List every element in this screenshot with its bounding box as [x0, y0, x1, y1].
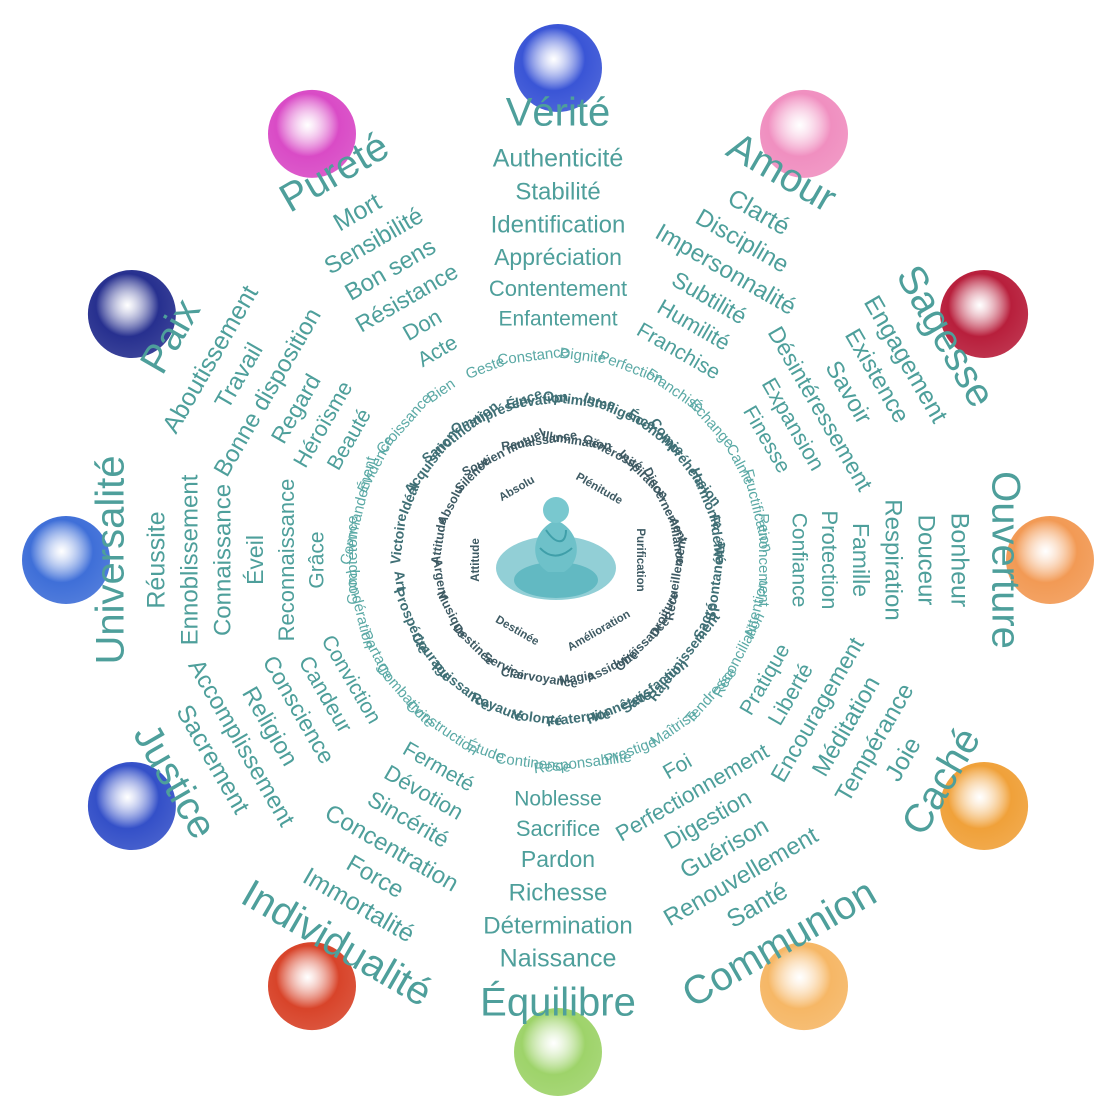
- petal-dot-universalite: [22, 516, 110, 604]
- petal-label: Universalité: [89, 456, 133, 665]
- ring-word: Comptétence: [344, 515, 361, 604]
- petal-dot-amour: [760, 89, 848, 178]
- petal-word: Sacrifice: [516, 816, 600, 841]
- petal-word: Authenticité: [493, 145, 624, 173]
- ring-word: Échange: [686, 396, 738, 452]
- petal-word: Enfantement: [498, 308, 617, 331]
- petal-dot-cache: [940, 762, 1029, 850]
- petal-word: Protection: [817, 510, 842, 609]
- ring-word: Art: [391, 570, 410, 592]
- petal-word: Stabilité: [515, 178, 600, 205]
- ring-word: Prospérité: [391, 586, 432, 656]
- petal-dot-purete: [268, 89, 356, 178]
- ring-word: Constance: [497, 343, 570, 368]
- ring-word: Purification: [634, 528, 646, 591]
- petal-dot-verite: [514, 24, 602, 112]
- petal-word: Éveil: [242, 535, 268, 585]
- ring-word: Argent: [430, 558, 450, 601]
- petal-label: Vérité: [506, 91, 611, 135]
- petal-word: Grâce: [306, 531, 329, 588]
- petal-word: Douceur: [913, 515, 940, 606]
- ring-word: Destinée: [493, 614, 541, 648]
- petal-word: Reconnaissance: [274, 479, 299, 642]
- petal-word: Bonheur: [945, 513, 973, 608]
- petal-dot-ouverture: [1006, 516, 1094, 604]
- petal-word: Identification: [491, 211, 626, 238]
- petal-word: Détermination: [483, 912, 632, 939]
- petal-label: Ouverture: [983, 471, 1027, 649]
- ring-word: Plénitude: [574, 471, 625, 507]
- petal-word: Réussite: [143, 511, 171, 608]
- petal-word: Contentement: [489, 276, 627, 301]
- petal-dot-justice: [87, 762, 176, 850]
- ring-word: Amélioration: [566, 608, 633, 654]
- petal-equilibre: Équilibre Naissance Détermination Richesse P…: [480, 788, 636, 1025]
- petal-dot-paix: [87, 270, 176, 358]
- petal-word: Noblesse: [514, 788, 602, 811]
- ring-word: Élévation: [505, 388, 569, 412]
- petal-ouverture: Ouverture BonheurDouceurRespirationFamill…: [787, 471, 1027, 649]
- ring-word: Dignité: [559, 345, 607, 367]
- petal-label: Équilibre: [480, 980, 636, 1025]
- petal-word: Pardon: [521, 846, 595, 872]
- ring-word: Absolu: [497, 474, 537, 504]
- ring-word: Renoncement: [755, 513, 772, 607]
- petal-word: Respiration: [880, 499, 907, 620]
- ring-word: Magie: [558, 668, 595, 687]
- petal-word: Naissance: [500, 945, 617, 973]
- petal-dot-communion: [760, 942, 848, 1031]
- ring-word: Victoire: [387, 512, 410, 565]
- petal-word: Famille: [848, 523, 874, 597]
- petal-word: Ennoblissement: [176, 474, 203, 645]
- meditating-figure-icon: [496, 497, 616, 600]
- petal-dot-sagesse: [940, 270, 1029, 358]
- petal-word: Richesse: [509, 879, 608, 906]
- petal-dot-individualite: [268, 942, 356, 1031]
- petal-word: Connaissance: [209, 484, 236, 636]
- ring-word: Attitude: [470, 538, 482, 581]
- petal-dot-equilibre: [514, 1008, 602, 1096]
- petal-verite: VéritéAuthenticitéStabilitéIdentificatio…: [489, 91, 627, 331]
- petal-dots: [22, 24, 1094, 1096]
- petal-word: Confiance: [787, 513, 810, 608]
- ring-word: Fidélité: [707, 514, 729, 565]
- ring-word: Volonté: [511, 706, 563, 728]
- petal-word: Appréciation: [494, 244, 622, 270]
